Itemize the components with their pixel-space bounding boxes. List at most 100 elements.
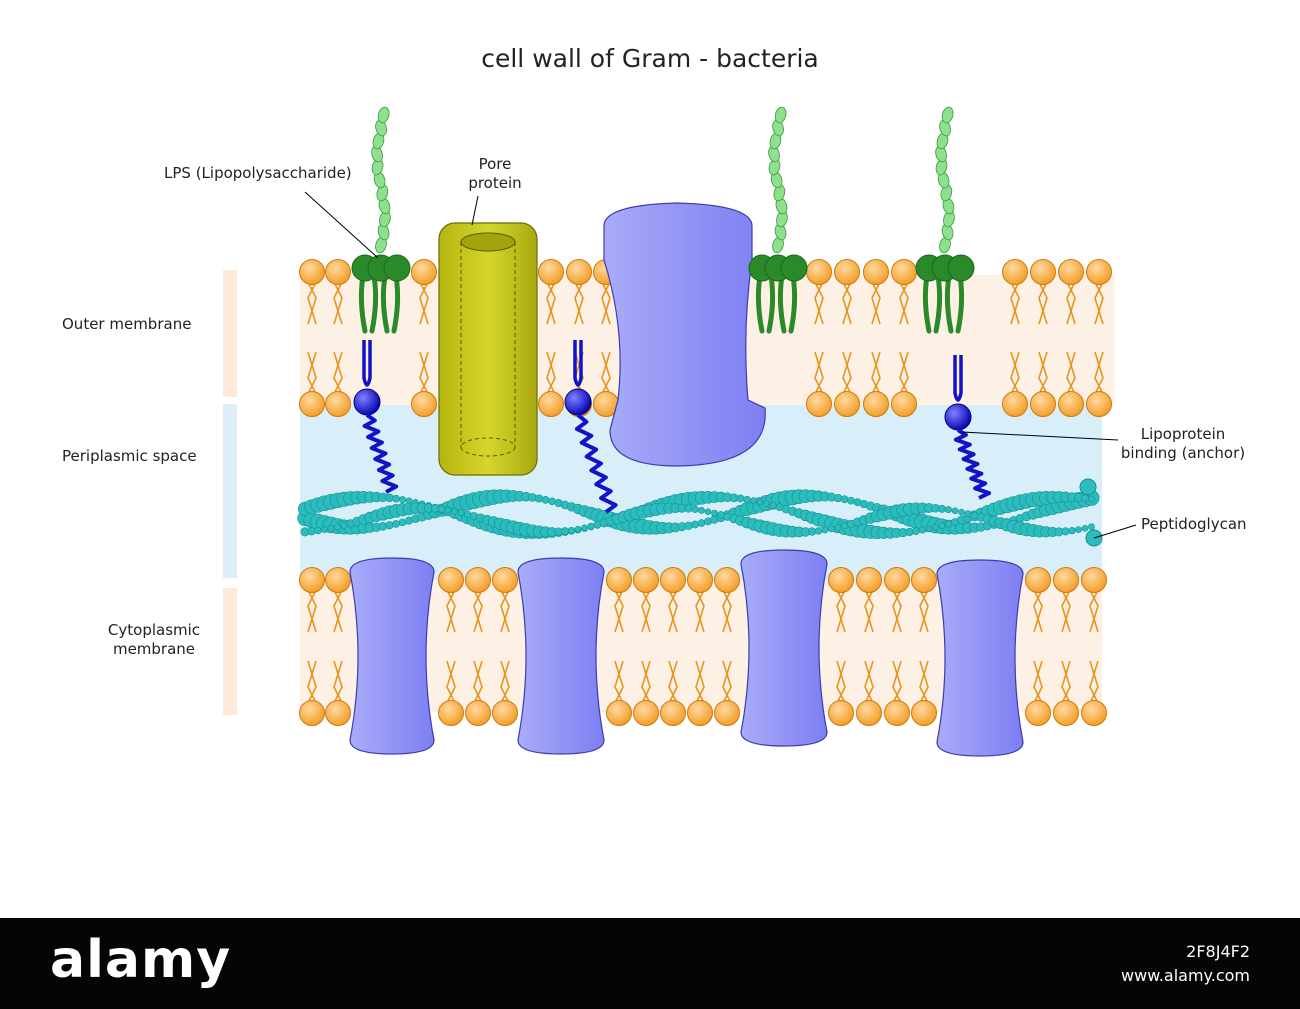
transmembrane-protein: [349, 557, 435, 755]
lipid-tail: [307, 281, 317, 325]
lipid-tail: [842, 351, 852, 395]
lipid-head: [714, 700, 740, 726]
lps-molecule: [748, 106, 808, 334]
lipid-tail: [307, 351, 317, 395]
lipid-tail: [446, 660, 456, 704]
lipid-tail: [1033, 589, 1043, 633]
lipid-head: [1030, 391, 1056, 417]
lipid-head: [606, 567, 632, 593]
lipid-tail: [892, 660, 902, 704]
peptidoglycan-bead: [444, 506, 452, 514]
pore-label-line2: protein: [468, 174, 522, 192]
outer-membrane-label: Outer membrane: [62, 315, 192, 333]
lipid-tail: [871, 351, 881, 395]
lipid-tail: [546, 281, 556, 325]
peptidoglycan-bead: [736, 494, 745, 503]
phospholipid: [714, 567, 740, 633]
lipid-tail: [1038, 281, 1048, 325]
peptidoglycan-bead: [1087, 495, 1096, 503]
lipid-tail: [814, 281, 824, 325]
lps-sugar-unit: [774, 106, 787, 124]
lipid-head: [891, 391, 917, 417]
lipid-tail: [500, 660, 510, 704]
phospholipid: [411, 259, 437, 325]
lipid-tail: [722, 660, 732, 704]
lipid-tail: [307, 589, 317, 633]
lipid-head: [1081, 700, 1107, 726]
lipid-tail: [864, 660, 874, 704]
lipid-head: [884, 567, 910, 593]
peptidoglycan-bead: [925, 525, 933, 533]
lipoprotein-anchor: [564, 340, 618, 514]
lipid-tail: [668, 660, 678, 704]
lipid-head: [687, 567, 713, 593]
lipid-tail: [307, 589, 317, 633]
lipid-tail: [836, 660, 846, 704]
peptidoglycan-bead: [451, 507, 458, 515]
peptidoglycan-strand: [300, 502, 1095, 538]
peptidoglycan-bead: [581, 524, 588, 532]
lipid-tail: [473, 589, 483, 633]
lipid-head: [856, 567, 882, 593]
lipid-head: [660, 700, 686, 726]
phospholipid: [438, 660, 464, 726]
lipid-tail: [919, 660, 929, 704]
lipid-tail: [842, 281, 852, 325]
phospholipid: [299, 660, 325, 726]
lipid-head: [1081, 567, 1107, 593]
lipid-tail: [668, 589, 678, 633]
lipid-tail: [1033, 589, 1043, 633]
lipid-head: [834, 391, 860, 417]
peptidoglycan-bead: [912, 527, 920, 535]
periplasmic-space-label: Periplasmic space: [62, 447, 197, 465]
peptidoglycan-leader-line: [1093, 524, 1137, 539]
phospholipid: [1053, 660, 1079, 726]
lipid-head: [828, 567, 854, 593]
phospholipid: [325, 351, 351, 417]
peptidoglycan-bead: [932, 524, 939, 531]
lipid-tail: [333, 351, 343, 395]
lipid-tail: [641, 660, 651, 704]
peptidoglycan-bead: [944, 506, 952, 514]
peptidoglycan-bead: [821, 526, 829, 534]
peptidoglycan-bead: [385, 493, 394, 503]
peptidoglycan-bead: [698, 506, 705, 514]
anchor-coil: [362, 413, 399, 494]
lipid-head: [1086, 259, 1112, 285]
peptidoglycan-bead: [763, 500, 770, 507]
lipid-tail: [333, 660, 343, 704]
lipid-tail: [601, 351, 611, 395]
cytoplasmic-label-line2: membrane: [112, 640, 196, 658]
lipid-tail: [668, 589, 678, 633]
phospholipid: [299, 351, 325, 417]
lipid-tail: [871, 351, 881, 395]
lipid-head: [828, 700, 854, 726]
lipid-tail: [864, 589, 874, 633]
pore-label-line1: Pore: [478, 155, 512, 173]
peptidoglycan-bead: [756, 498, 764, 506]
lipid-tail: [814, 281, 824, 325]
lipid-head: [538, 259, 564, 285]
lipid-tail: [836, 589, 846, 633]
lipid-tail: [419, 281, 429, 325]
phospholipid: [1002, 259, 1028, 325]
lipid-head: [1053, 567, 1079, 593]
lipid-tail: [574, 281, 584, 325]
lps-molecule: [351, 106, 411, 334]
lipid-head: [299, 567, 325, 593]
anchor-head: [944, 403, 972, 431]
lipid-tail: [668, 660, 678, 704]
lipid-tail: [641, 589, 651, 633]
phospholipid: [1058, 259, 1084, 325]
lipid-head: [714, 567, 740, 593]
lipid-tail: [614, 589, 624, 633]
lipid-tail: [1094, 281, 1104, 325]
lipid-tail: [1010, 281, 1020, 325]
lipid-head: [687, 700, 713, 726]
pore-channel-wall: [460, 242, 516, 447]
peptidoglycan-bead: [807, 527, 817, 536]
pore-channel-bottom: [460, 437, 516, 457]
phospholipid: [1058, 351, 1084, 417]
lipid-tail: [307, 281, 317, 325]
peptidoglycan-bead: [314, 527, 322, 535]
